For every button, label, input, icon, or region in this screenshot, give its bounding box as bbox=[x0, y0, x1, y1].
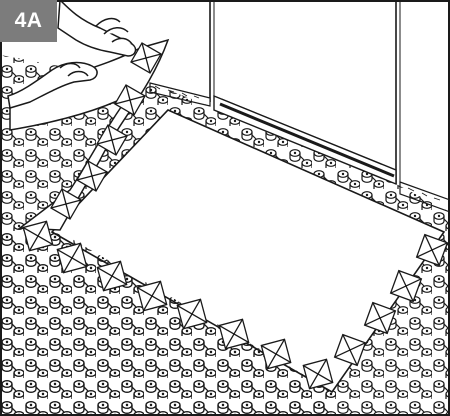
square-pads bbox=[22, 42, 449, 390]
hands bbox=[3, 1, 137, 109]
step-label: 4A bbox=[14, 9, 43, 32]
step-badge: 4A bbox=[0, 0, 57, 42]
